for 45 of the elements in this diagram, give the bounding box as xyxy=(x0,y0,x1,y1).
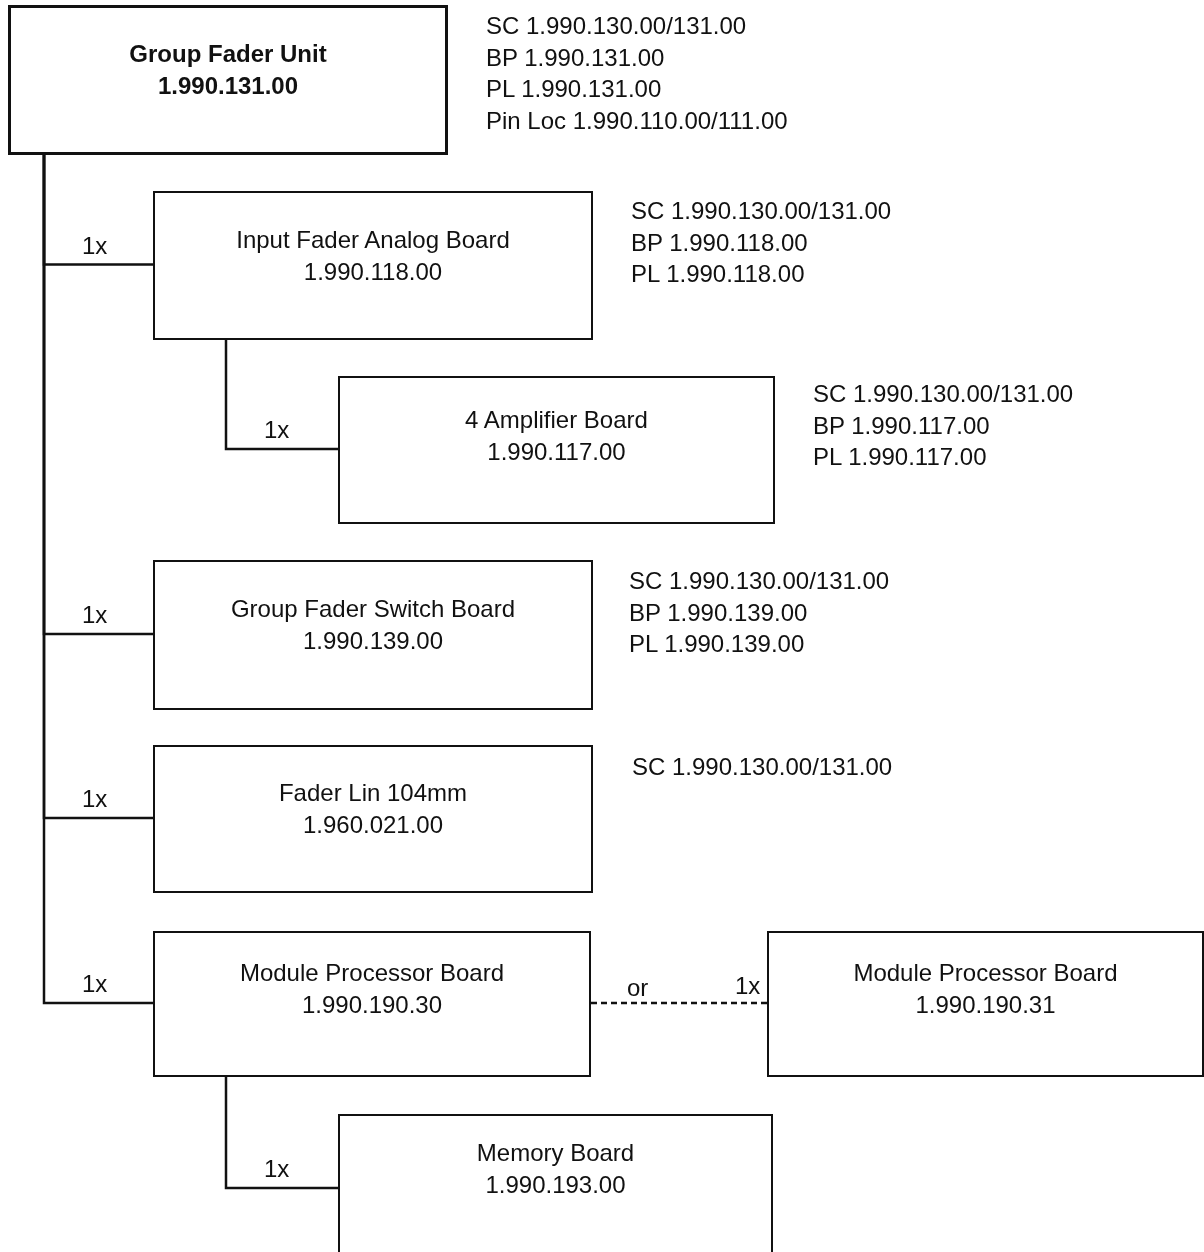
edge-label: 1x xyxy=(82,231,108,260)
document-reference: BP 1.990.139.00 xyxy=(629,597,809,628)
document-reference: SC 1.990.130.00/131.00 xyxy=(629,566,890,596)
connector-line xyxy=(224,1077,338,1190)
part-number: 1.990.131.00 xyxy=(157,71,299,101)
edge-label: 1x xyxy=(82,601,108,629)
edge-label: 1x xyxy=(735,972,761,1000)
part-box xyxy=(338,1114,773,1252)
document-reference: SC 1.990.130.00/131.00 xyxy=(631,196,892,226)
edge-label: 1x xyxy=(82,970,108,998)
document-reference: PL 1.990.117.00 xyxy=(813,442,988,472)
edge-label: 1x xyxy=(264,416,290,444)
document-reference: Pin Loc 1.990.110.00/111.00 xyxy=(486,105,788,136)
part-number: 1.990.139.00 xyxy=(302,626,444,656)
part-name: Module Processor Board xyxy=(239,958,505,988)
part-box xyxy=(767,931,1204,1077)
part-name: Fader Lin 104mm xyxy=(278,778,468,808)
document-reference: BP 1.990.118.00 xyxy=(631,227,809,258)
part-number: 1.990.193.00 xyxy=(485,1170,626,1200)
document-reference: PL 1.990.131.00 xyxy=(486,74,663,104)
connector-line xyxy=(224,340,338,451)
part-name: Group Fader Unit xyxy=(129,39,327,69)
part-box xyxy=(153,931,591,1077)
part-number: 1.990.117.00 xyxy=(487,437,626,467)
document-reference: BP 1.990.131.00 xyxy=(486,42,666,73)
document-reference: SC 1.990.130.00/131.00 xyxy=(632,752,893,782)
part-name: Group Fader Switch Board xyxy=(230,594,516,624)
part-name: Memory Board xyxy=(476,1138,635,1168)
document-reference: PL 1.990.118.00 xyxy=(631,259,806,289)
part-name: Module Processor Board xyxy=(853,958,1118,988)
part-number: 1.990.190.30 xyxy=(301,990,443,1020)
part-name: Input Fader Analog Board xyxy=(236,224,510,255)
part-number: 1.960.021.00 xyxy=(302,810,444,840)
edge-label: 1x xyxy=(82,785,108,813)
document-reference: SC 1.990.130.00/131.00 xyxy=(486,11,748,41)
connector-line xyxy=(42,155,153,1005)
document-reference: PL 1.990.139.00 xyxy=(629,629,806,659)
document-reference: SC 1.990.130.00/131.00 xyxy=(813,379,1074,409)
note-text: or xyxy=(627,974,649,1002)
connector-line xyxy=(591,1001,767,1005)
document-reference: BP 1.990.117.00 xyxy=(813,410,991,441)
part-name: 4 Amplifier Board xyxy=(465,405,648,435)
part-number: 1.990.118.00 xyxy=(303,256,443,287)
part-number: 1.990.190.31 xyxy=(915,990,1056,1020)
edge-label: 1x xyxy=(264,1155,290,1183)
